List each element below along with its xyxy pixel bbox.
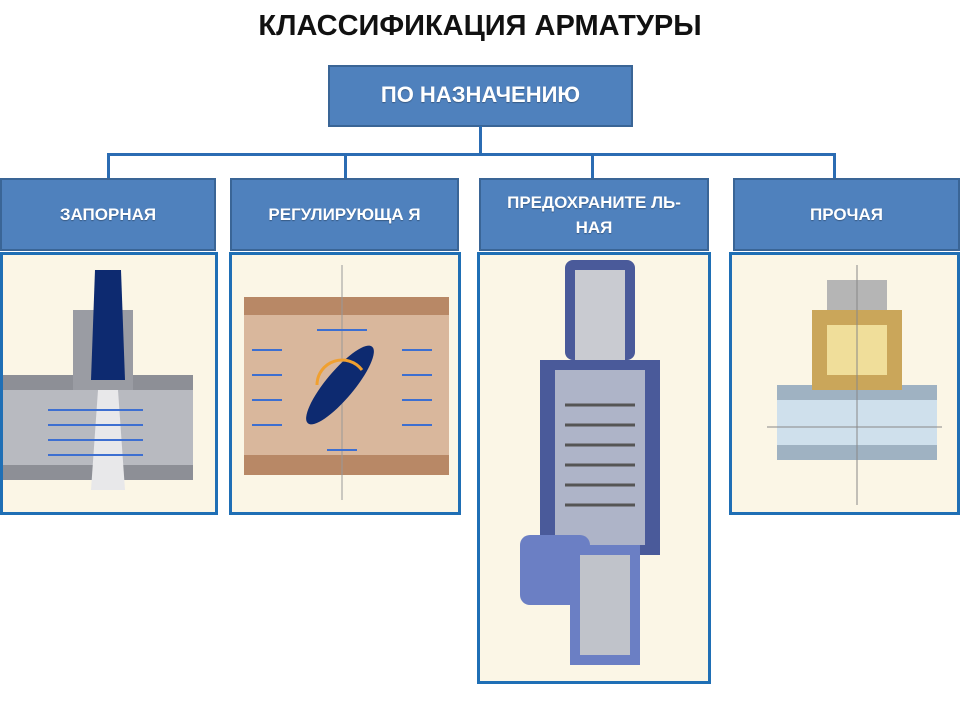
gate-valve-illustration: [3, 270, 193, 490]
connector: [833, 153, 836, 179]
regulating-valve-panel: [229, 252, 461, 515]
category-other: ПРОЧАЯ: [733, 178, 960, 251]
category-safety: ПРЕДОХРАНИТЕ ЛЬ-НАЯ: [479, 178, 709, 251]
safety-valve-illustration: [520, 260, 660, 665]
other-valve-panel: [729, 252, 960, 515]
category-shutoff: ЗАПОРНАЯ: [0, 178, 216, 251]
category-regulating: РЕГУЛИРУЮЩА Я: [230, 178, 459, 251]
connector: [107, 153, 836, 156]
shutoff-valve-panel: [0, 252, 218, 515]
safety-valve-panel: [477, 252, 711, 684]
root-node: ПО НАЗНАЧЕНИЮ: [328, 65, 633, 127]
connector: [344, 153, 347, 179]
butterfly-valve-illustration: [244, 265, 449, 500]
connector: [107, 153, 110, 179]
page-title: КЛАССИФИКАЦИЯ АРМАТУРЫ: [258, 10, 702, 42]
connector: [479, 126, 482, 156]
steam-trap-illustration: [767, 265, 942, 505]
connector: [591, 153, 594, 179]
